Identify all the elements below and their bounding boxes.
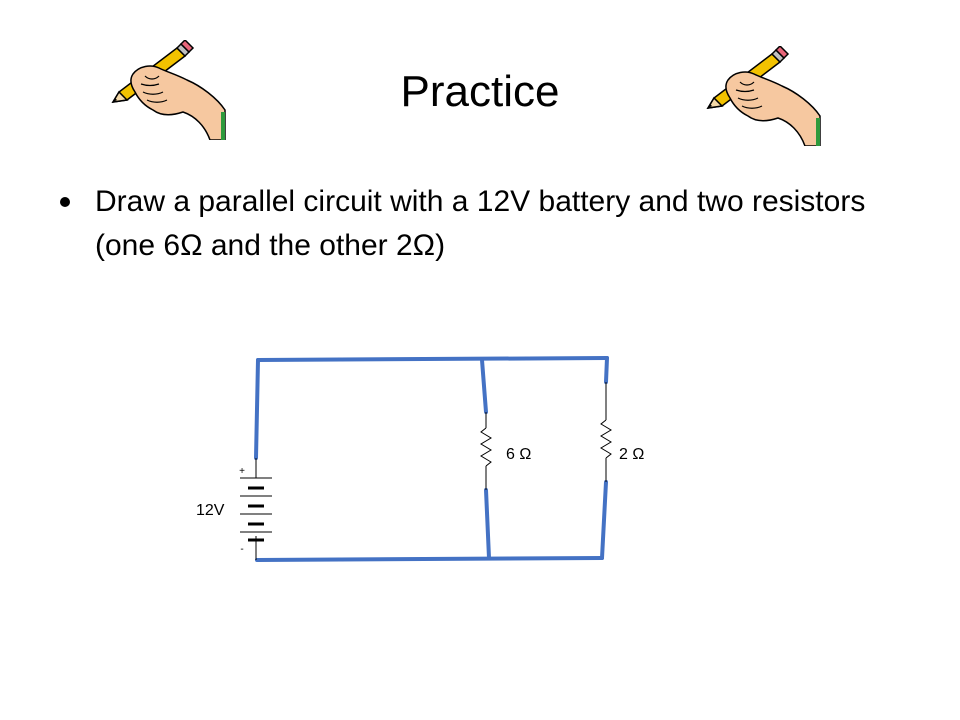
hand-writing-pencil-icon xyxy=(706,46,821,146)
wire-right-upper xyxy=(604,356,609,384)
battery-minus-sign: - xyxy=(240,544,243,555)
bullet-list: Draw a parallel circuit with a 12V batte… xyxy=(60,180,900,268)
bullet-text: Draw a parallel circuit with a 12V batte… xyxy=(95,185,866,262)
wire-left-upper xyxy=(254,358,260,460)
bullet-item: Draw a parallel circuit with a 12V batte… xyxy=(60,180,900,268)
wire-top xyxy=(256,356,609,362)
wire-right-lower xyxy=(600,480,608,560)
bullet-dot xyxy=(60,197,70,207)
circuit-wires xyxy=(254,356,609,562)
battery-12v xyxy=(240,477,272,542)
battery-plus-sign: + xyxy=(239,466,245,477)
wire-middle-lower xyxy=(484,488,491,560)
resistor-label-2-ohm: 2 Ω xyxy=(619,446,644,463)
resistor-2-ohm xyxy=(600,419,612,459)
hand-writing-pencil-icon xyxy=(111,40,226,140)
wire-middle-upper xyxy=(480,358,488,414)
resistor-6-ohm xyxy=(480,427,492,467)
battery-voltage-label: 12V xyxy=(196,502,225,519)
wire-bottom xyxy=(255,556,604,562)
resistor-label-6-ohm: 6 Ω xyxy=(506,446,531,463)
slide-title: Practice xyxy=(400,67,560,116)
